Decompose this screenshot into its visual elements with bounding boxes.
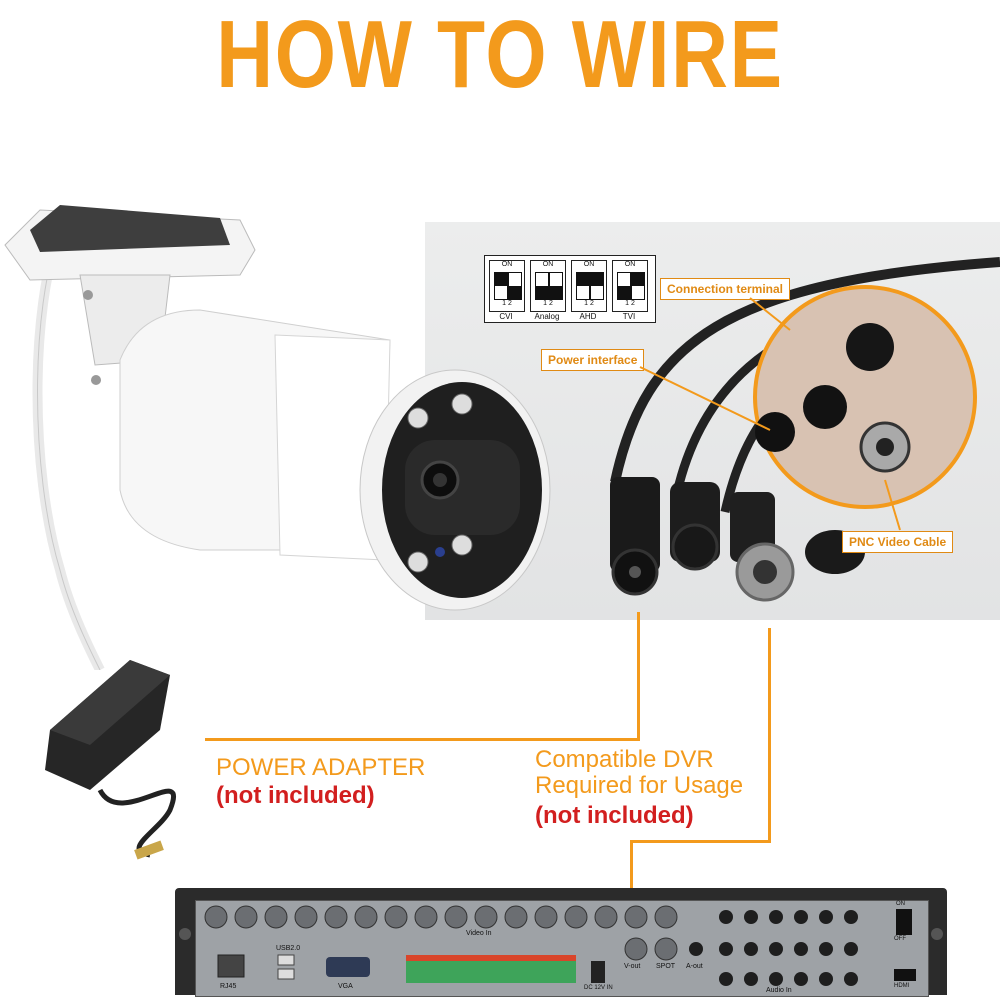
port-label-spot: SPOT [656,963,676,970]
dip-on-label: ON [501,261,513,268]
dip-toggle [494,272,508,300]
screw-right [931,928,943,940]
dip-toggle [508,272,522,300]
dip-toggle [631,272,645,300]
dvr-note: (not included) [535,802,694,829]
port-label-hdmi: HDMI [894,983,910,989]
port-label-vout: V-out [624,963,641,970]
dip-on-label: ON [624,261,636,268]
dvr-rear-panel: RJ45 USB2.0 VGA Video In DC 12V IN V-out… [175,888,947,997]
dvr-label-line2: Required for Usage [535,772,744,799]
dip-toggle [576,272,590,300]
port-label-aout: A-out [686,963,703,970]
port-label-rj45: RJ45 [220,983,237,990]
power-adapter-illustration [45,660,177,860]
dip-switch-ahd: ON 1 2 [571,260,607,312]
callout-video-cable: PNC Video Cable [842,531,954,553]
dip-switch-cvi: ON 1 2 [489,260,525,312]
callout-connection-terminal: Connection terminal [660,278,791,300]
power-wire-vertical [637,612,640,741]
switch-label-on: ON [896,901,905,907]
dip-numbers: 1 2 [502,300,512,307]
dip-toggle [590,272,604,300]
power-wire-horizontal [205,738,640,741]
dip-on-label: ON [542,261,554,268]
dip-label-tvi: TVI [622,312,636,321]
video-wire-down [630,840,633,888]
dip-toggle [549,272,563,300]
power-adapter-note: (not included) [216,782,375,809]
video-wire-horizontal [630,840,771,843]
dip-on-label: ON [583,261,595,268]
dvr-bnc-ports [204,905,916,986]
port-label-video-in: Video In [466,930,492,937]
port-label-vga: VGA [338,983,353,990]
dvr-panel-face: RJ45 USB2.0 VGA Video In DC 12V IN V-out… [195,900,929,997]
port-label-dc: DC 12V IN [584,985,613,991]
dip-switch-analog: ON 1 2 [530,260,566,312]
port-label-audio-in: Audio In [766,987,792,994]
page-title: HOW TO WIRE [216,1,784,108]
screw-left [179,928,191,940]
dip-label-analog: Analog [534,312,560,321]
video-wire-vertical [768,628,771,843]
bullet-camera-illustration [4,205,551,670]
port-label-usb: USB2.0 [276,945,301,952]
dip-toggle [617,272,631,300]
callout-power-interface: Power interface [541,349,645,371]
dip-numbers: 1 2 [625,300,635,307]
dip-toggle [535,272,549,300]
dip-numbers: 1 2 [584,300,594,307]
dip-label-ahd: AHD [579,312,597,321]
cable-connectors-illustration [610,257,1000,602]
switch-label-off: OFF [894,936,906,942]
dip-switch-tvi: ON 1 2 [612,260,648,312]
dvr-label-line1: Compatible DVR [535,746,714,773]
dip-label-cvi: CVI [499,312,513,321]
power-adapter-label: POWER ADAPTER [216,754,426,781]
dip-switch-panel: ON 1 2 ON 1 2 ON 1 2 ON 1 2 CVI Analog A… [484,255,656,323]
dip-numbers: 1 2 [543,300,553,307]
